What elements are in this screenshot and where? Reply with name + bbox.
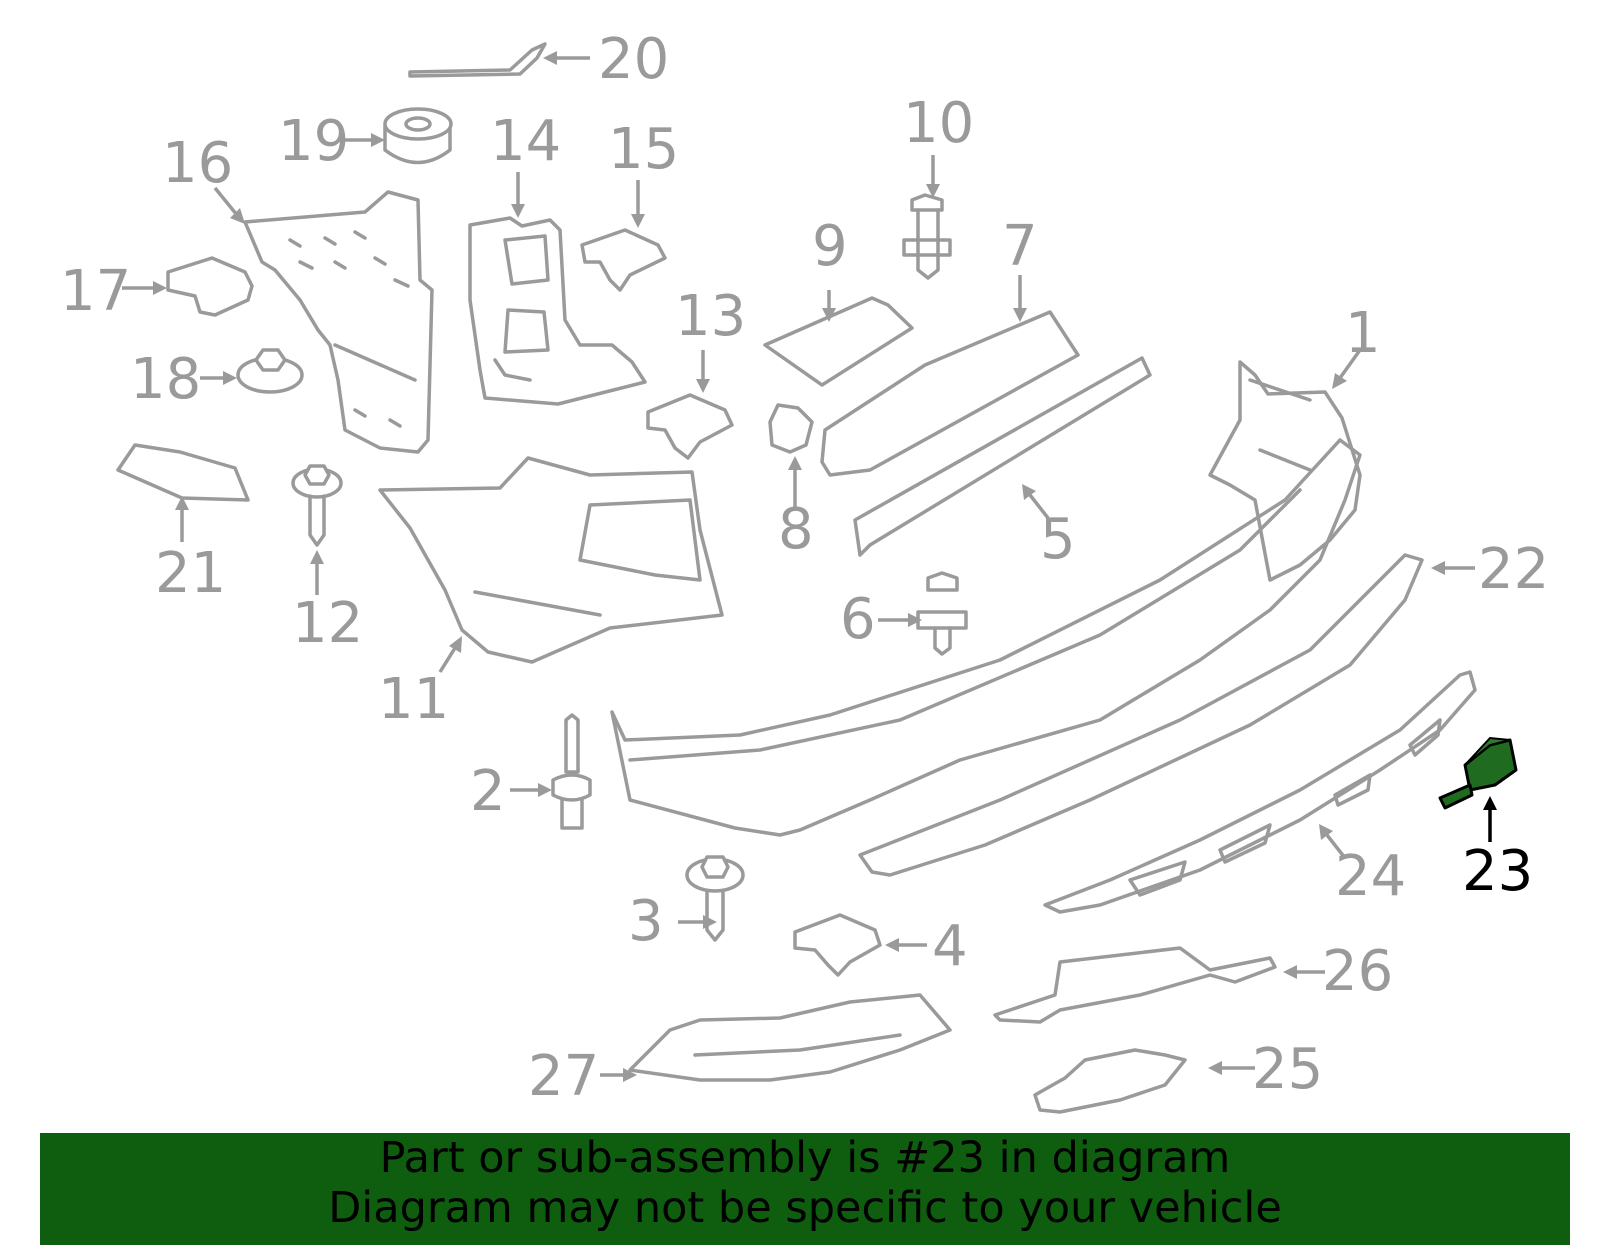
callout-15: 15 [608, 117, 679, 182]
part-4-clip [793, 913, 882, 977]
part-6-clip [916, 571, 968, 656]
part-8-clip [768, 403, 814, 454]
part-17-clip [166, 256, 254, 317]
part-12-screw [291, 464, 343, 547]
callout-19: 19 [278, 109, 349, 174]
callout-25: 25 [1252, 1037, 1323, 1102]
part-11-bracket [378, 456, 724, 664]
callout-22: 22 [1478, 537, 1549, 602]
callout-7: 7 [1002, 214, 1038, 279]
part-16-bracket [243, 190, 434, 454]
banner-line-disclaimer: Diagram may not be specific to your vehi… [328, 1183, 1282, 1233]
callout-9: 9 [812, 214, 848, 279]
callout-17: 17 [60, 259, 131, 324]
callout-21: 21 [155, 541, 226, 606]
part-14-bracket [468, 216, 647, 406]
part-5-reinforcement [853, 356, 1152, 557]
callout-3: 3 [628, 889, 664, 954]
part-19-pad [383, 107, 453, 165]
part-27-reflector [628, 993, 952, 1082]
callout-14: 14 [490, 109, 561, 174]
part-25-trim [1033, 1048, 1187, 1114]
part-24-diffuser [1043, 670, 1477, 914]
callout-1: 1 [1345, 301, 1381, 366]
part-9-strip [763, 296, 914, 387]
callout-2: 2 [470, 759, 506, 824]
callout-27: 27 [528, 1044, 599, 1109]
callout-6: 6 [840, 587, 876, 652]
part-15-clip [580, 228, 667, 292]
callout-arrows [122, 51, 1497, 1082]
part-13-clip [646, 393, 734, 460]
callout-13: 13 [675, 284, 746, 349]
callout-5: 5 [1040, 507, 1076, 572]
info-banner: Part or sub-assembly is #23 in diagram D… [40, 1133, 1570, 1245]
callout-12: 12 [292, 591, 363, 656]
callout-16: 16 [162, 131, 233, 196]
callout-4: 4 [932, 914, 968, 979]
callout-10: 10 [903, 91, 974, 156]
part-26-trim [993, 946, 1277, 1024]
part-22-lower-trim [858, 553, 1424, 877]
part-10-clip [902, 193, 952, 280]
part-1-bumper-cover [610, 360, 1362, 837]
callout-18: 18 [130, 347, 201, 412]
part-2-rivet [551, 713, 592, 830]
part-3-screw [685, 855, 745, 942]
callout-11: 11 [378, 667, 449, 732]
banner-line-part: Part or sub-assembly is #23 in diagram [379, 1133, 1231, 1183]
part-18-nut [236, 348, 304, 394]
callout-23: 23 [1462, 839, 1533, 904]
callout-24: 24 [1335, 844, 1406, 909]
callout-8: 8 [778, 497, 814, 562]
callout-20: 20 [598, 27, 669, 92]
part-23-highlighted [1438, 736, 1518, 810]
part-21-trim [116, 443, 250, 502]
part-7-absorber [820, 310, 1080, 477]
callout-26: 26 [1322, 939, 1393, 1004]
part-20-strip [408, 42, 547, 78]
